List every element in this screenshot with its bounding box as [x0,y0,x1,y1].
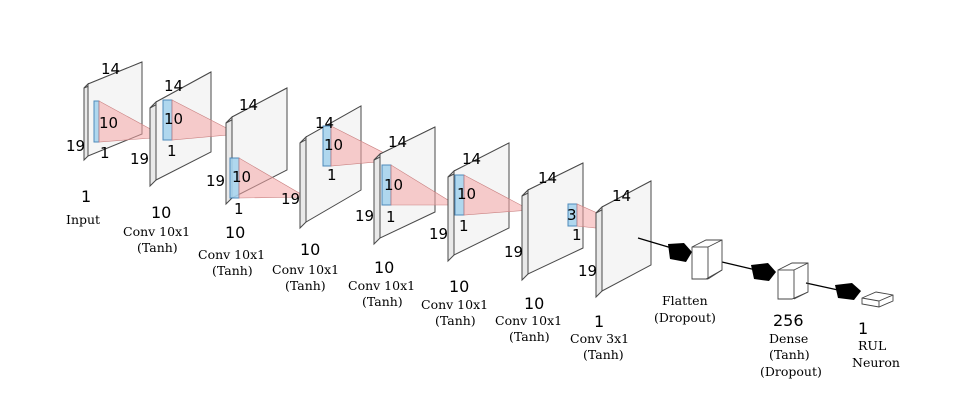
layer-output: 1 RUL Neuron [852,291,900,370]
arrow-to-flatten [668,243,692,262]
conv6-caption-activation: (Tanh) [509,329,550,344]
layer-input: 14 19 10 1 1 Input [66,60,167,227]
conv6-kernel-width-label: 1 [572,226,582,244]
layer-conv-6: 14 19 3 1 10 Conv 10x1 (Tanh) [495,162,643,344]
layer-conv-2: 14 19 10 1 10 Conv 10x1 (Tanh) [198,87,308,278]
connector-dense-to-output [805,282,839,291]
conv5-plate-side [447,169,455,263]
input-count-label: 1 [81,187,91,206]
layer-dense: 256 Dense (Tanh) (Dropout) [760,262,822,379]
flatten-caption-op: Flatten [662,293,708,308]
conv3-plate-side [299,135,307,230]
dense-count-label: 256 [773,311,804,330]
flatten-caption-dropout: (Dropout) [654,310,716,325]
layer-conv-7: 14 19 1 Conv 3x1 (Tanh) [570,180,652,362]
conv1-depth-label: 14 [164,77,183,95]
conv4-caption-activation: (Tanh) [362,294,403,309]
dense-caption-activation: (Tanh) [769,347,810,362]
conv7-caption-op: Conv 3x1 [570,331,629,346]
conv3-caption-activation: (Tanh) [285,278,326,293]
conv2-receptive-field [238,157,308,199]
conv2-depth-label: 14 [239,96,258,114]
connectors [637,237,861,300]
conv7-caption-activation: (Tanh) [583,347,624,362]
layer-conv-1: 14 19 10 1 10 Conv 10x1 (Tanh) [123,71,240,255]
input-receptive-field [98,100,167,143]
conv6-plate [527,162,584,275]
connector-flatten-to-dense [721,261,757,271]
input-caption: Input [66,212,100,227]
conv1-caption-activation: (Tanh) [137,240,178,255]
conv2-kernel-width-label: 1 [234,200,244,218]
conv4-plate-side [373,152,381,246]
dense-caption-op: Dense [769,331,808,346]
conv7-count-label: 1 [594,312,604,331]
conv4-receptive-field [390,164,458,206]
conv5-count-label: 10 [449,277,469,296]
conv4-kernel-height-label: 10 [384,176,403,194]
conv5-caption-op: Conv 10x1 [421,297,488,312]
arrow-to-dense [751,263,776,281]
conv4-kernel-width-label: 1 [386,208,396,226]
input-kernel-width-label: 1 [100,144,110,162]
layer-conv-4: 14 19 10 1 10 Conv 10x1 (Tanh) [348,126,458,309]
conv7-plate-side [595,205,603,299]
conv1-plate-side [149,100,157,188]
arrow-to-output [835,283,861,300]
conv1-count-label: 10 [151,203,171,222]
conv1-height-label: 19 [130,150,149,168]
conv6-plate-side [521,188,529,282]
conv6-depth-label: 14 [538,169,557,187]
conv7-height-label: 19 [578,262,597,280]
conv5-depth-label: 14 [462,150,481,168]
dense-caption-dropout: (Dropout) [760,364,822,379]
conv3-kernel-width-label: 1 [327,166,337,184]
conv1-kernel-width-label: 1 [167,142,177,160]
dense-cube [777,262,809,300]
conv5-kernel-height-label: 10 [457,185,476,203]
input-kernel-height-label: 10 [99,114,118,132]
conv2-height-label: 19 [206,172,225,190]
conv1-kernel-height-label: 10 [164,110,183,128]
output-caption-rul: RUL [858,338,886,353]
conv2-caption-op: Conv 10x1 [198,247,265,262]
conv3-kernel-height-label: 10 [324,136,343,154]
layer-conv-5: 14 19 10 1 10 Conv 10x1 (Tanh) [421,142,532,328]
conv1-caption-op: Conv 10x1 [123,224,190,239]
conv1-receptive-field [171,99,240,141]
output-caption-neuron: Neuron [852,355,900,370]
conv6-caption-op: Conv 10x1 [495,313,562,328]
conv7-plate [601,180,652,292]
conv4-caption-op: Conv 10x1 [348,278,415,293]
conv7-depth-label: 14 [612,187,631,205]
conv4-count-label: 10 [374,258,394,277]
conv2-caption-activation: (Tanh) [212,263,253,278]
conv6-height-label: 19 [504,243,523,261]
layer-flatten: Flatten (Dropout) [654,239,723,325]
conv6-kernel-height-label: 3 [567,206,577,224]
conv3-count-label: 10 [300,240,320,259]
conv4-height-label: 19 [355,207,374,225]
conv3-height-label: 19 [281,190,300,208]
input-height-label: 19 [66,137,85,155]
input-depth-label: 14 [101,60,120,78]
conv2-count-label: 10 [225,223,245,242]
conv3-caption-op: Conv 10x1 [272,262,339,277]
conv5-kernel-width-label: 1 [459,217,469,235]
output-count-label: 1 [858,319,868,338]
conv5-caption-activation: (Tanh) [435,313,476,328]
flatten-cube [691,239,723,280]
conv5-height-label: 19 [429,225,448,243]
conv4-depth-label: 14 [388,133,407,151]
conv2-kernel-height-label: 10 [232,168,251,186]
conv5-receptive-field [463,174,532,216]
conv6-count-label: 10 [524,294,544,313]
conv3-depth-label: 14 [315,114,334,132]
output-neuron-shape [861,291,894,308]
